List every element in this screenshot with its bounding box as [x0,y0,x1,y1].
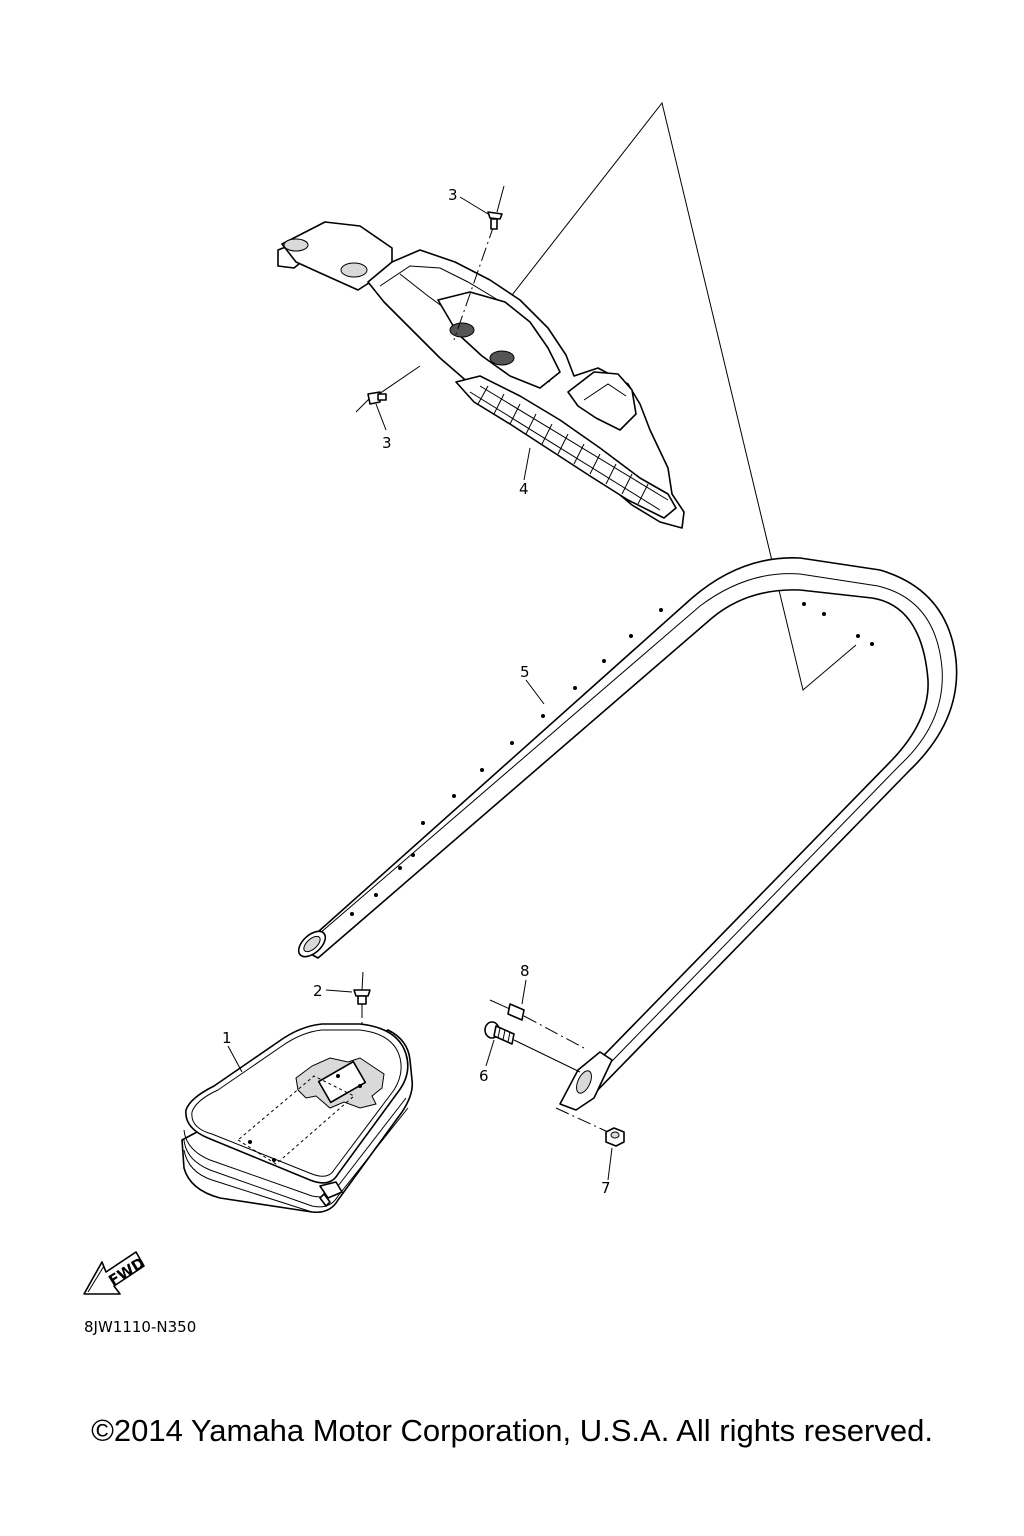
rivet-3-lower [355,391,387,413]
fwd-arrow-icon: FWD [83,1251,148,1295]
callouts: 3 3 4 5 8 2 1 6 7 [222,186,611,1197]
callout-2: 2 [313,982,323,1000]
copyright-notice: ©2014 Yamaha Motor Corporation, U.S.A. A… [91,1413,933,1448]
part-1-pad [181,1023,414,1214]
part-8-pin [489,999,585,1049]
callout-3-lower: 3 [382,434,392,452]
callout-7: 7 [601,1179,611,1197]
diagram-reference-code: 8JW1110-N350 [84,1318,197,1336]
part-4-rear-bracket [277,221,685,529]
callout-4: 4 [519,480,529,498]
callout-5: 5 [520,663,530,681]
callout-6: 6 [479,1067,489,1085]
part-7-nut [555,1107,625,1147]
callout-leaders [227,196,613,1181]
part-2-rivet [353,971,371,1082]
callout-8: 8 [520,962,530,980]
part-5-u-bar [297,557,958,1111]
reference-lines [454,101,857,691]
rivet-3-top [487,185,505,230]
part-6-bolt [484,1021,581,1073]
callout-3-top: 3 [448,186,458,204]
callout-1: 1 [222,1029,232,1047]
